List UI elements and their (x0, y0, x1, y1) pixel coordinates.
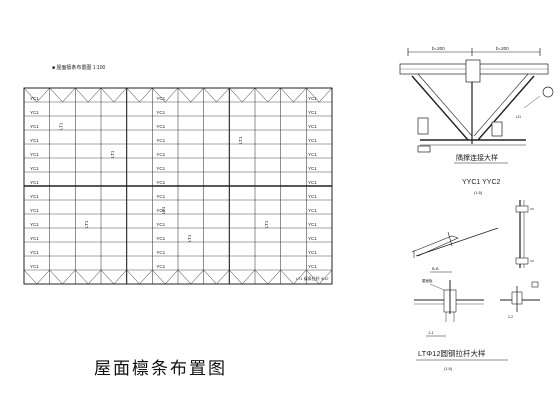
purlin-label: YC1 (308, 138, 317, 143)
plan-bottom-note: LT1 檩条拉杆 Φ12 (296, 275, 329, 281)
purlin-label: YC1 (156, 166, 165, 171)
purlin-label: YC1 (30, 208, 39, 213)
plan-brace-zigzag (49, 87, 76, 103)
purlin-label: YC1 (156, 110, 165, 115)
purlin-label: YC1 (308, 264, 317, 269)
tie-rod-label: LT1 (110, 150, 115, 158)
purlin-label: YC1 (156, 152, 165, 157)
purlin-label: YC1 (156, 194, 165, 199)
label-b-b: B-B (432, 266, 439, 271)
plan-brace-zigzag (152, 87, 179, 103)
plan-brace-zigzag (203, 269, 230, 285)
tie-rod-label: LT1 (84, 220, 89, 228)
svg-text:2-2: 2-2 (508, 315, 513, 319)
plan-brace-zigzag (254, 269, 281, 285)
purlin-label: YC1 (30, 152, 39, 157)
purlin-label: YC1 (156, 236, 165, 241)
plan-brace-zigzag (75, 269, 102, 285)
purlin-label: YC1 (308, 96, 317, 101)
plan-title: 屋面檩条布置图 (94, 359, 227, 379)
tie-rod-title: LTΦ12圆钢拉杆大样 (418, 348, 486, 358)
purlin-label: YC1 (30, 124, 39, 129)
plan-brace-zigzag (306, 269, 333, 285)
section-label: 屋面板 (422, 278, 433, 283)
purlin-label: YC1 (30, 96, 39, 101)
purlin-label: YC1 (156, 250, 165, 255)
detail-sub-note: (1:5) (474, 190, 483, 195)
purlin-label: YC1 (156, 96, 165, 101)
purlin-label: YC1 (156, 180, 165, 185)
purlin-label: YC1 (156, 138, 165, 143)
purlin-label: YC1 (308, 180, 317, 185)
purlin-label: YC1 (30, 194, 39, 199)
purlin-label: YC1 (308, 152, 317, 157)
tie-rod-label: LT1 (264, 220, 269, 228)
plan-brace-zigzag (177, 269, 204, 285)
tie-rod-label: LT1 (59, 122, 64, 130)
purlin-label: YC1 (156, 208, 165, 213)
purlin-label: YC1 (156, 264, 165, 269)
plan-brace-zigzag (152, 269, 179, 285)
dim-right: b=200 (496, 46, 509, 51)
purlin-label: YC1 (30, 236, 39, 241)
plan-brace-zigzag (280, 269, 307, 285)
plan-brace-zigzag (23, 87, 50, 103)
plan-brace-zigzag (306, 87, 333, 103)
purlin-label: YC1 (308, 124, 317, 129)
purlin-label: YC1 (308, 236, 317, 241)
purlin-label: YC1 (30, 264, 39, 269)
purlin-label: YC1 (308, 166, 317, 171)
tie-rod-label: LT1 (161, 206, 166, 214)
plan-brace-zigzag (75, 87, 102, 103)
plan-brace-zigzag (203, 87, 230, 103)
purlin-label: YC1 (156, 124, 165, 129)
plan-brace-zigzag (126, 269, 153, 285)
plan-brace-zigzag (280, 87, 307, 103)
purlin-label: YC1 (30, 222, 39, 227)
detail-sub-caption: YYC1 YYC2 (462, 179, 500, 186)
dim-left: b=200 (432, 46, 445, 51)
plan-brace-zigzag (23, 269, 50, 285)
plan-header-note: ■ 屋面檩条布置图 1:100 (52, 64, 106, 71)
plan-brace-zigzag (49, 269, 76, 285)
plan-brace-zigzag (229, 87, 256, 103)
plan-brace-zigzag (229, 269, 256, 285)
label-1-1: 1-1 (428, 330, 435, 335)
tie-rod-label: LT1 (187, 234, 192, 242)
purlin-label: YC1 (308, 222, 317, 227)
purlin-label: YC1 (30, 250, 39, 255)
tie-rod-note: (1:5) (444, 366, 453, 371)
purlin-label: YC1 (156, 222, 165, 227)
tie-rod-detail: B-B 屋面板 1-1 2-2 LTΦ12圆钢拉杆大样 (1:5) (411, 200, 540, 371)
purlin-label: YC1 (30, 180, 39, 185)
brace-connection-detail: b=200 b=200 LD 隅撑连接大样 YYC1 YYC2 (1:5) (399, 46, 554, 195)
side-mark: LD (516, 114, 521, 119)
purlin-label: YC1 (308, 250, 317, 255)
plan-brace-zigzag (100, 269, 127, 285)
plan-brace-zigzag (126, 87, 153, 103)
purlin-label: YC1 (30, 166, 39, 171)
tie-rod-label: LT1 (238, 136, 243, 144)
purlin-label: YC1 (308, 208, 317, 213)
detail-caption: 隅撑连接大样 (456, 153, 498, 162)
purlin-label: YC1 (308, 194, 317, 199)
purlin-label: YC1 (30, 138, 39, 143)
purlin-label: YC1 (308, 110, 317, 115)
purlin-label: YC1 (30, 110, 39, 115)
plan-brace-zigzag (100, 87, 127, 103)
plan-brace-zigzag (254, 87, 281, 103)
plan-brace-zigzag (177, 87, 204, 103)
